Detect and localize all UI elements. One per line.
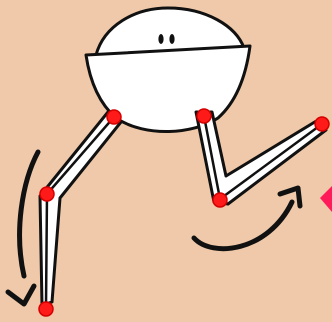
left-knee-joint[interactable] [39,186,55,202]
left-hip-joint[interactable] [106,109,122,125]
left-leg-motion-arrow [5,149,41,307]
right-foot-joint[interactable] [314,116,330,132]
right-leg [194,110,328,206]
offscreen-marker [320,186,332,212]
left-leg [38,110,123,307]
right-hip-joint[interactable] [196,108,212,124]
right-leg-motion-arrow [191,185,303,252]
right-knee-joint[interactable] [212,192,228,208]
left-foot-joint[interactable] [38,301,54,317]
right-eye [169,34,175,44]
left-eye [158,34,164,44]
